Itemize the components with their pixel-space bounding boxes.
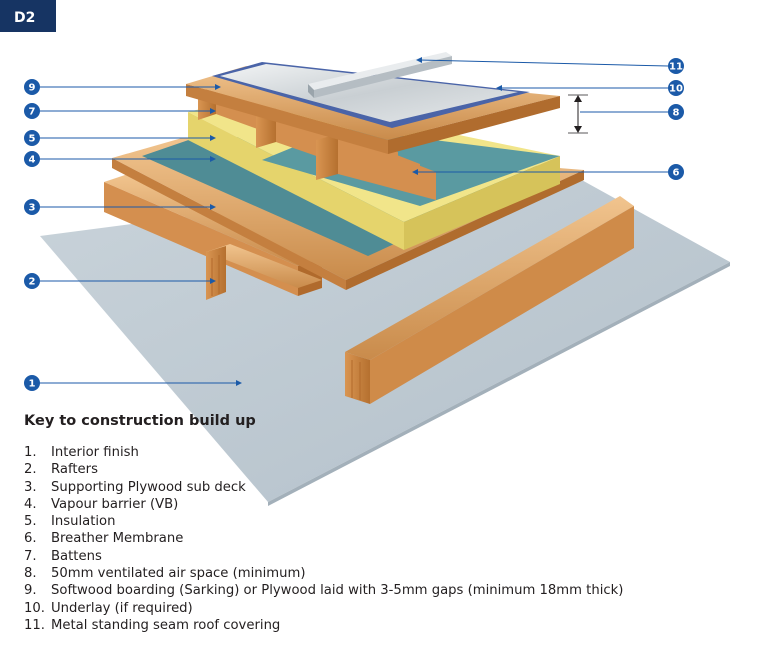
construction-key: Key to construction build up 1. Interior … xyxy=(24,413,724,634)
key-item: 4. Vapour barrier (VB) xyxy=(24,496,724,513)
callout-4-label: 4 xyxy=(29,155,36,166)
key-item-text: Insulation xyxy=(51,514,116,530)
callout-1: 1 xyxy=(24,375,40,391)
key-item-number: 8. xyxy=(24,566,37,582)
key-item: 3. Supporting Plywood sub deck xyxy=(24,479,724,496)
leader-lines xyxy=(40,59,669,384)
key-item-number: 2. xyxy=(24,462,37,478)
figure-badge: D2 xyxy=(0,0,56,32)
callout-5: 5 xyxy=(24,130,40,146)
callout-6-label: 6 xyxy=(673,168,680,179)
callout-1-label: 1 xyxy=(29,379,36,390)
key-item-text: Softwood boarding (Sarking) or Plywood l… xyxy=(51,583,624,599)
key-item-number: 7. xyxy=(24,548,37,564)
callout-2: 2 xyxy=(24,273,40,289)
key-item-text: Vapour barrier (VB) xyxy=(51,496,179,512)
key-item-number: 1. xyxy=(24,445,37,460)
key-item: 6. Breather Membrane xyxy=(24,530,724,547)
callout-7-label: 7 xyxy=(29,107,36,118)
key-item-text: Rafters xyxy=(51,462,98,478)
key-item-text: Battens xyxy=(51,548,102,564)
key-item-number: 11. xyxy=(24,617,45,633)
metal-standing-seam-roof xyxy=(220,52,518,122)
key-title: Key to construction build up xyxy=(24,413,256,429)
key-item-text: Underlay (if required) xyxy=(51,600,193,616)
key-item-number: 5. xyxy=(24,514,37,530)
callout-7: 7 xyxy=(24,103,40,119)
callout-8: 8 xyxy=(668,104,684,120)
key-item: 7. Battens xyxy=(24,548,724,565)
callout-8-label: 8 xyxy=(673,108,680,119)
key-item: 8. 50mm ventilated air space (minimum) xyxy=(24,565,724,582)
leader-arrowheads xyxy=(210,57,502,386)
key-item: 1. Interior finish xyxy=(24,444,724,461)
callout-5-label: 5 xyxy=(29,134,36,145)
callout-9-label: 9 xyxy=(29,83,36,94)
key-item: 2. Rafters xyxy=(24,461,724,478)
callout-9: 9 xyxy=(24,79,40,95)
callout-3-label: 3 xyxy=(29,203,36,214)
key-item: 11. Metal standing seam roof covering xyxy=(24,617,724,634)
key-item-text: 50mm ventilated air space (minimum) xyxy=(51,566,306,582)
key-item: 10. Underlay (if required) xyxy=(24,600,724,617)
air-space-dimension-marker xyxy=(568,94,588,134)
callout-4: 4 xyxy=(24,151,40,167)
callout-11: 11 xyxy=(668,58,684,74)
callout-11-label: 11 xyxy=(669,62,683,73)
rafters xyxy=(104,174,634,404)
callout-10-label: 10 xyxy=(669,84,683,95)
key-item-number: 6. xyxy=(24,531,37,547)
key-item-text: Supporting Plywood sub deck xyxy=(51,479,246,495)
callout-3: 3 xyxy=(24,199,40,215)
callout-6: 6 xyxy=(668,164,684,180)
key-item-number: 3. xyxy=(24,479,37,495)
key-item: 9. Softwood boarding (Sarking) or Plywood… xyxy=(24,582,724,599)
key-item-number: 10. xyxy=(24,600,45,616)
key-item-number: 4. xyxy=(24,496,37,512)
figure-badge-label: D2 xyxy=(14,10,35,26)
key-item: 5. Insulation xyxy=(24,513,724,530)
key-item-text: Breather Membrane xyxy=(51,531,184,547)
callout-2-label: 2 xyxy=(29,277,36,288)
key-item-text: Interior finish xyxy=(51,445,139,460)
key-item-number: 9. xyxy=(24,583,37,599)
callout-10: 10 xyxy=(668,80,684,96)
key-list: 1. Interior finish 2. Rafters 3. Supporting… xyxy=(24,444,724,634)
key-item-text: Metal standing seam roof covering xyxy=(51,617,281,633)
